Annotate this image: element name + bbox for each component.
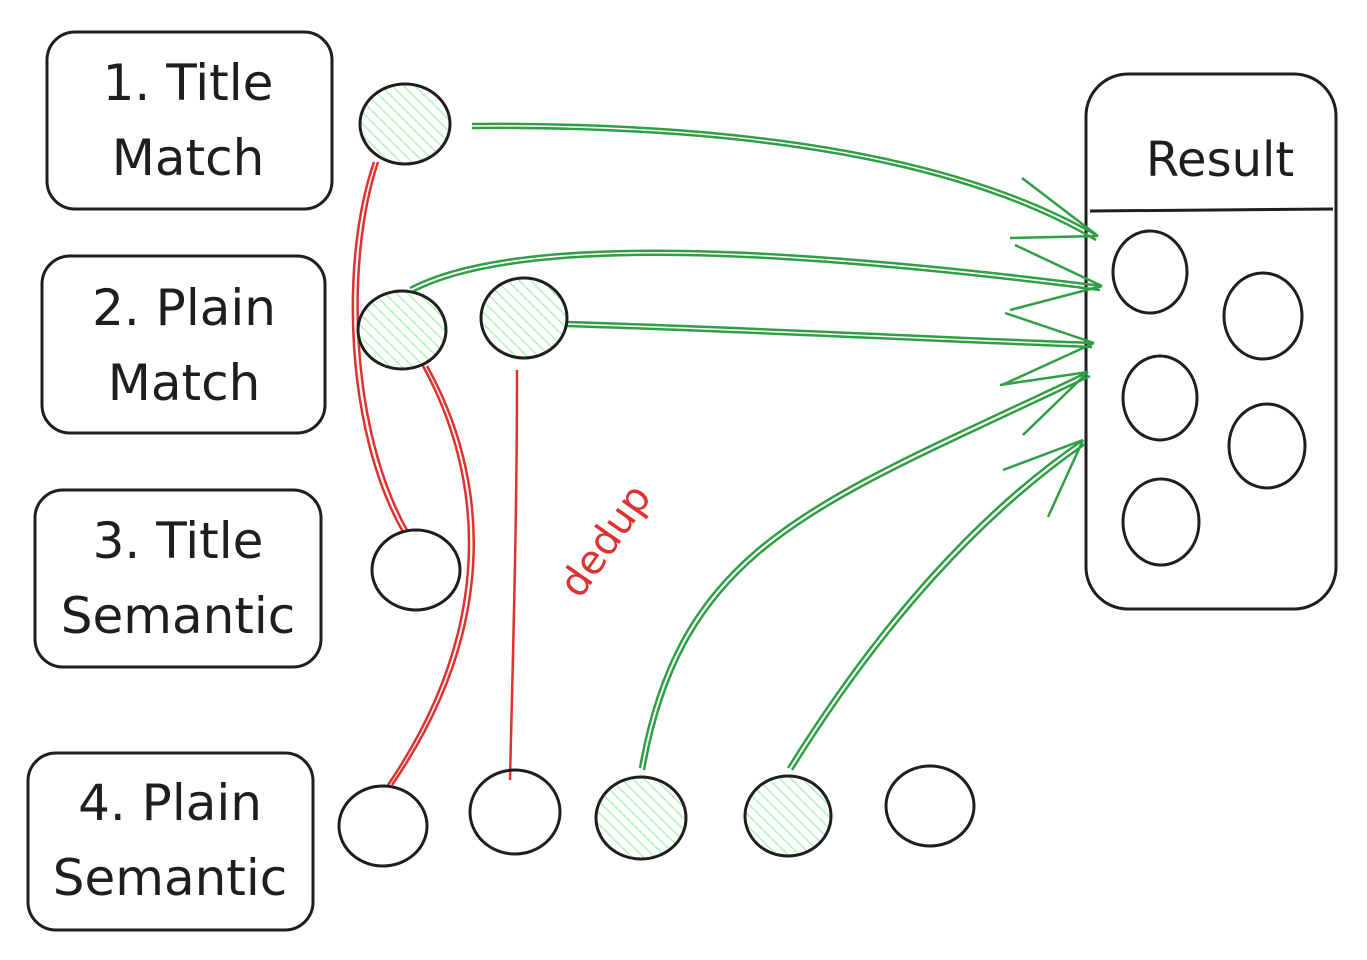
dedup-link-title-match-to-title-semantic-2 xyxy=(356,161,410,533)
plain-semantic-item-3-selected xyxy=(594,775,688,861)
result-box: Result xyxy=(1084,72,1338,611)
dedup-label: dedup xyxy=(551,476,661,606)
stage-box-title-semantic: 3. Title Semantic xyxy=(33,488,323,669)
arrow-plain-match-2-to-result xyxy=(566,320,1095,345)
plain-semantic-item-2 xyxy=(468,768,562,856)
result-title: Result xyxy=(1146,132,1294,188)
arrow-plain-match-to-result xyxy=(409,249,1103,290)
stage-plain-semantic-line2: Semantic xyxy=(53,849,288,907)
title-semantic-item-1 xyxy=(370,528,462,612)
result-arrows xyxy=(409,122,1103,771)
result-item-3 xyxy=(1121,354,1199,442)
title-match-item-1-selected xyxy=(358,82,452,166)
arrow-plain-semantic-4-to-result xyxy=(786,438,1084,769)
stage-box-plain-match: 2. Plain Match xyxy=(40,254,327,435)
plain-semantic-item-5 xyxy=(884,764,976,848)
plain-match-item-1-selected xyxy=(356,289,448,371)
result-item-2 xyxy=(1222,271,1304,361)
stage-plain-match-line2: Match xyxy=(108,354,261,412)
stage-title-semantic-line2: Semantic xyxy=(61,587,296,645)
stage-title-semantic-line1: 3. Title xyxy=(93,512,264,570)
plain-semantic-item-1 xyxy=(337,784,429,868)
dedup-link-plain-match-to-plain-semantic xyxy=(386,365,471,786)
result-item-4 xyxy=(1227,402,1307,490)
plain-match-item-2-selected xyxy=(479,276,569,360)
arrow-title-match-to-result xyxy=(471,122,1099,238)
stage-box-plain-semantic: 4. Plain Semantic xyxy=(26,751,315,932)
dedup-links xyxy=(351,161,519,786)
result-item-1 xyxy=(1111,229,1189,315)
dedup-link-plain-match-2-to-plain-semantic-2 xyxy=(508,369,519,781)
dedup-link-title-match-to-title-semantic xyxy=(351,161,405,533)
stage-box-title-match: 1. Title Match xyxy=(45,30,334,211)
arrow-plain-semantic-3-to-result xyxy=(638,370,1089,769)
dedup-link-plain-match-to-plain-semantic-2 xyxy=(390,365,475,786)
stage-plain-match-line1: 2. Plain xyxy=(92,279,276,337)
stage-plain-semantic-line1: 4. Plain xyxy=(78,774,262,832)
stage-title-match-line2: Match xyxy=(112,129,265,187)
stage-title-match-line1: 1. Title xyxy=(103,54,274,112)
plain-semantic-item-4-selected xyxy=(743,774,833,858)
result-item-5 xyxy=(1121,477,1201,567)
